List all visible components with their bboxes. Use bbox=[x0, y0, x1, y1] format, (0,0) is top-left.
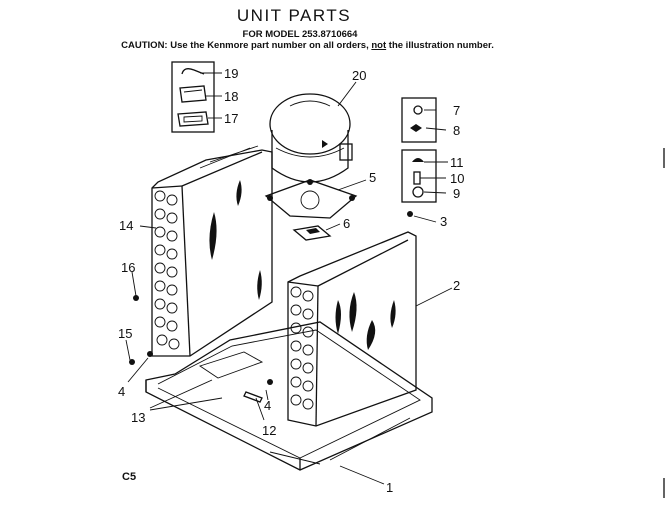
callout-17: 17 bbox=[224, 111, 238, 126]
evaporator-coil bbox=[151, 145, 273, 357]
callout-4-left: 4 bbox=[118, 384, 125, 399]
callout-3: 3 bbox=[440, 214, 447, 229]
callout-8: 8 bbox=[453, 123, 460, 138]
parts-box-9-11 bbox=[401, 149, 437, 203]
compressor bbox=[269, 93, 353, 183]
page-code: C5 bbox=[122, 471, 136, 483]
callout-13: 13 bbox=[131, 410, 145, 425]
coil-tubes-right bbox=[290, 286, 314, 410]
callout-14: 14 bbox=[119, 218, 133, 233]
callout-19: 19 bbox=[224, 66, 238, 81]
coil-tubes-left bbox=[154, 190, 180, 350]
callout-11: 11 bbox=[450, 155, 464, 170]
parts-box-7-8 bbox=[401, 97, 437, 143]
callout-12: 12 bbox=[262, 423, 276, 438]
callout-1: 1 bbox=[386, 480, 393, 495]
callout-9: 9 bbox=[453, 186, 460, 201]
mounting-bracket bbox=[292, 225, 332, 241]
callout-4-right: 4 bbox=[264, 398, 271, 413]
screw-part-16 bbox=[133, 295, 139, 301]
callout-6: 6 bbox=[343, 216, 350, 231]
caution-not: not bbox=[371, 40, 387, 51]
callout-2: 2 bbox=[453, 278, 460, 293]
callout-10: 10 bbox=[450, 171, 464, 186]
washer-part-4-left bbox=[147, 351, 153, 357]
caution-prefix: CAUTION: Use the Kenmore part number on … bbox=[121, 40, 372, 51]
condenser-coil bbox=[287, 231, 417, 427]
caution-suffix: the illustration number. bbox=[386, 40, 494, 51]
compressor-mount bbox=[264, 179, 358, 219]
callout-16: 16 bbox=[121, 260, 135, 275]
callout-numbers: 19 18 17 20 7 8 11 10 9 5 6 3 2 14 16 15… bbox=[118, 66, 464, 495]
screw-part-3 bbox=[407, 211, 413, 217]
model-line: FOR MODEL 253.8710664 bbox=[242, 29, 358, 40]
screw-part-15 bbox=[129, 359, 135, 365]
parts-box-17-19 bbox=[171, 61, 215, 133]
caution-note: CAUTION: Use the Kenmore part number on … bbox=[0, 40, 615, 51]
callout-5: 5 bbox=[369, 170, 376, 185]
clip-part-12 bbox=[243, 391, 263, 403]
callout-15: 15 bbox=[118, 326, 132, 341]
base-pan bbox=[145, 321, 433, 471]
callout-20: 20 bbox=[352, 68, 366, 83]
washer-part-4-right bbox=[267, 379, 273, 385]
page-title: UNIT PARTS bbox=[236, 6, 352, 25]
callout-7: 7 bbox=[453, 103, 460, 118]
leader-lines bbox=[125, 72, 453, 485]
callout-18: 18 bbox=[224, 89, 238, 104]
